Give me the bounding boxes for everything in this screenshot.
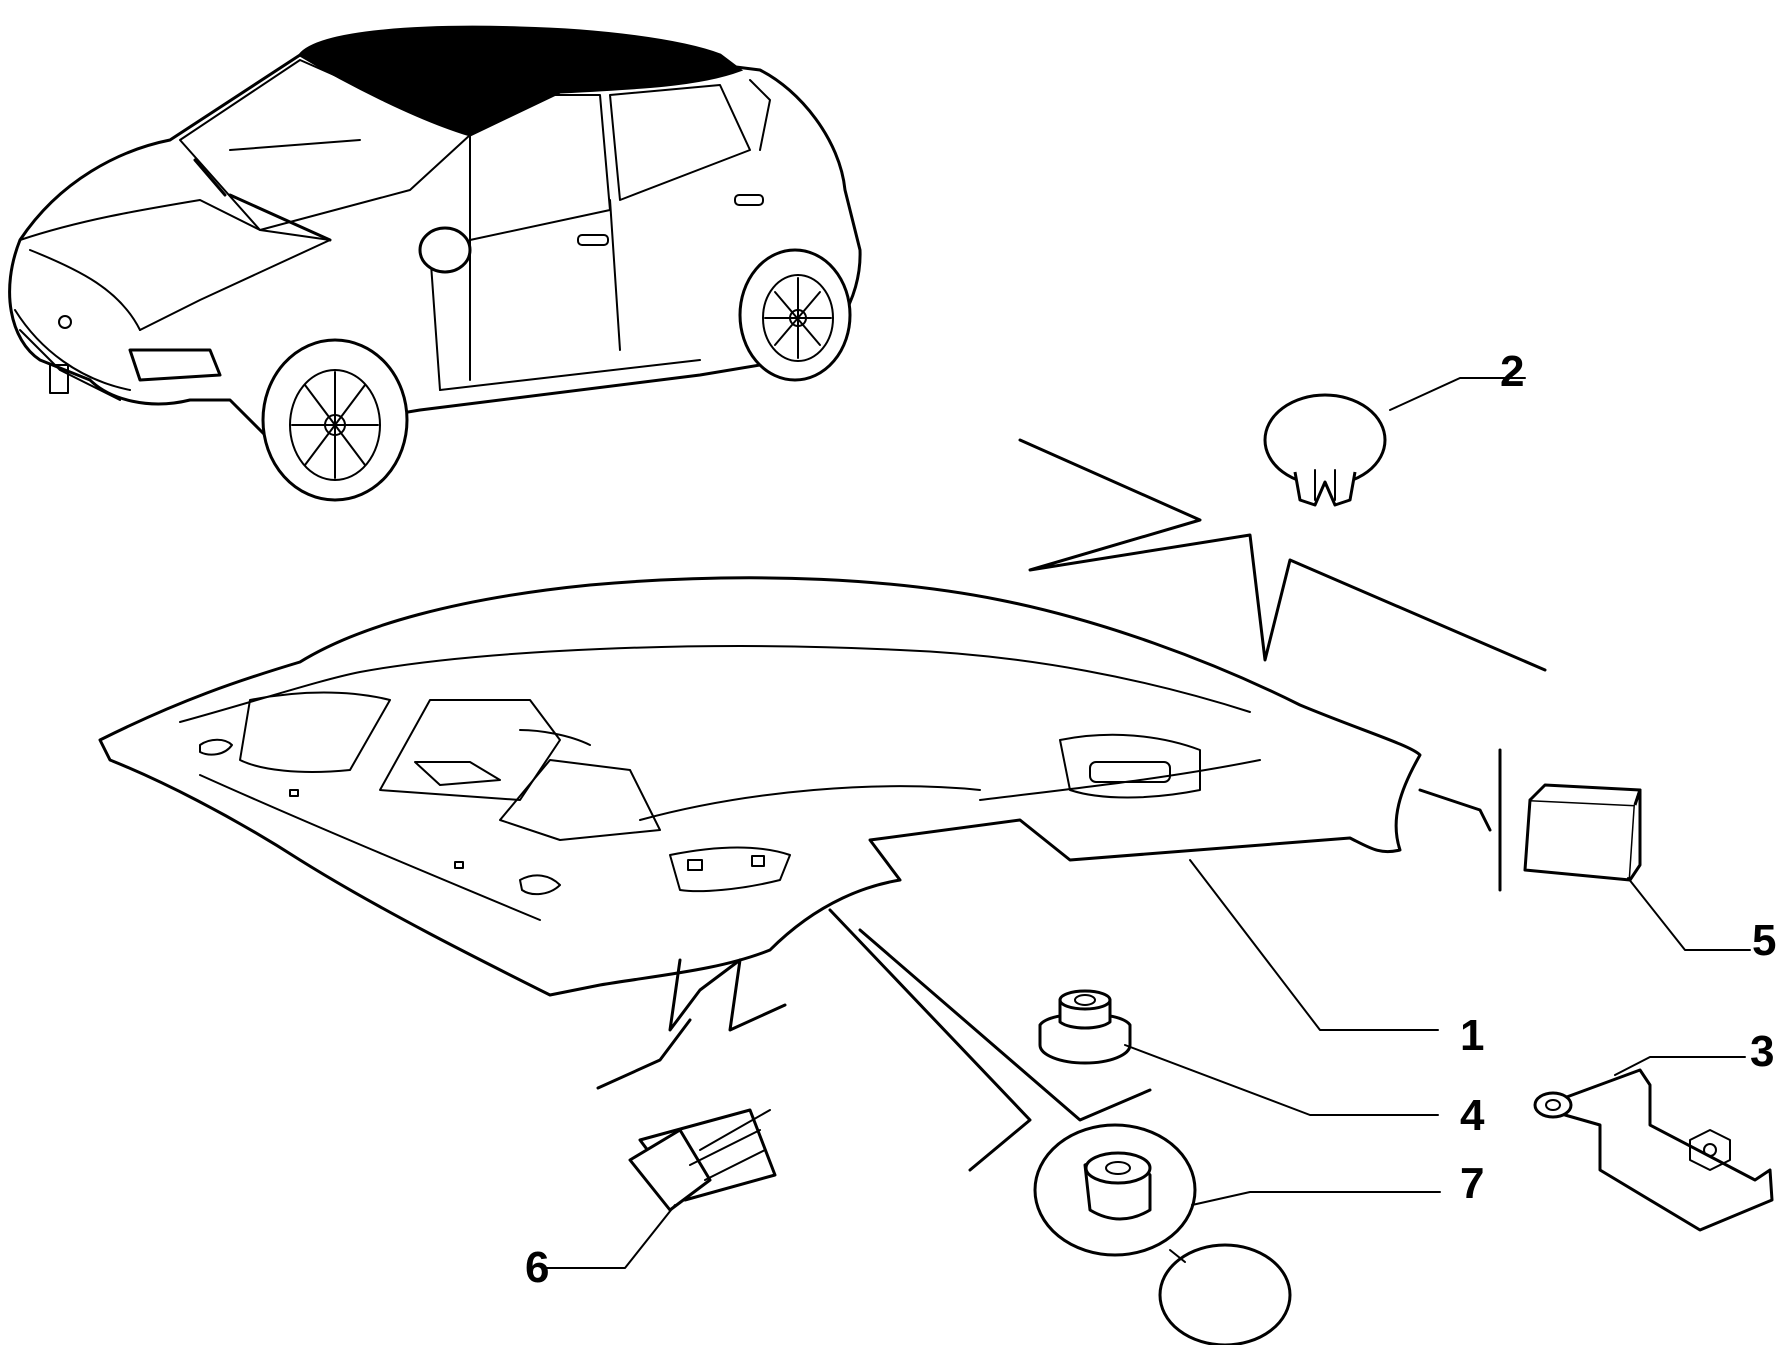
callout-3: 3 [1750, 1027, 1774, 1076]
break-lines [596, 438, 1547, 1172]
part-4-spacer [1038, 989, 1132, 1065]
headliner-part [98, 576, 1422, 997]
callout-6: 6 [525, 1243, 549, 1292]
callout-labels: 1 2 3 4 5 6 7 [525, 347, 1776, 1292]
callout-5: 5 [1752, 916, 1776, 965]
car-illustration [8, 25, 862, 502]
part-6-trim-clip [628, 1108, 777, 1212]
callout-1: 1 [1460, 1011, 1484, 1060]
part-5-block-clip [1523, 783, 1642, 882]
roof-panel [297, 25, 744, 137]
callout-2: 2 [1500, 347, 1524, 396]
callout-4: 4 [1460, 1091, 1485, 1140]
part-3-bracket [1533, 1068, 1774, 1232]
part-7-cap [1033, 1123, 1292, 1345]
part-2-push-clip [1263, 393, 1387, 507]
leader-lines [544, 377, 1751, 1269]
callout-7: 7 [1460, 1159, 1484, 1208]
